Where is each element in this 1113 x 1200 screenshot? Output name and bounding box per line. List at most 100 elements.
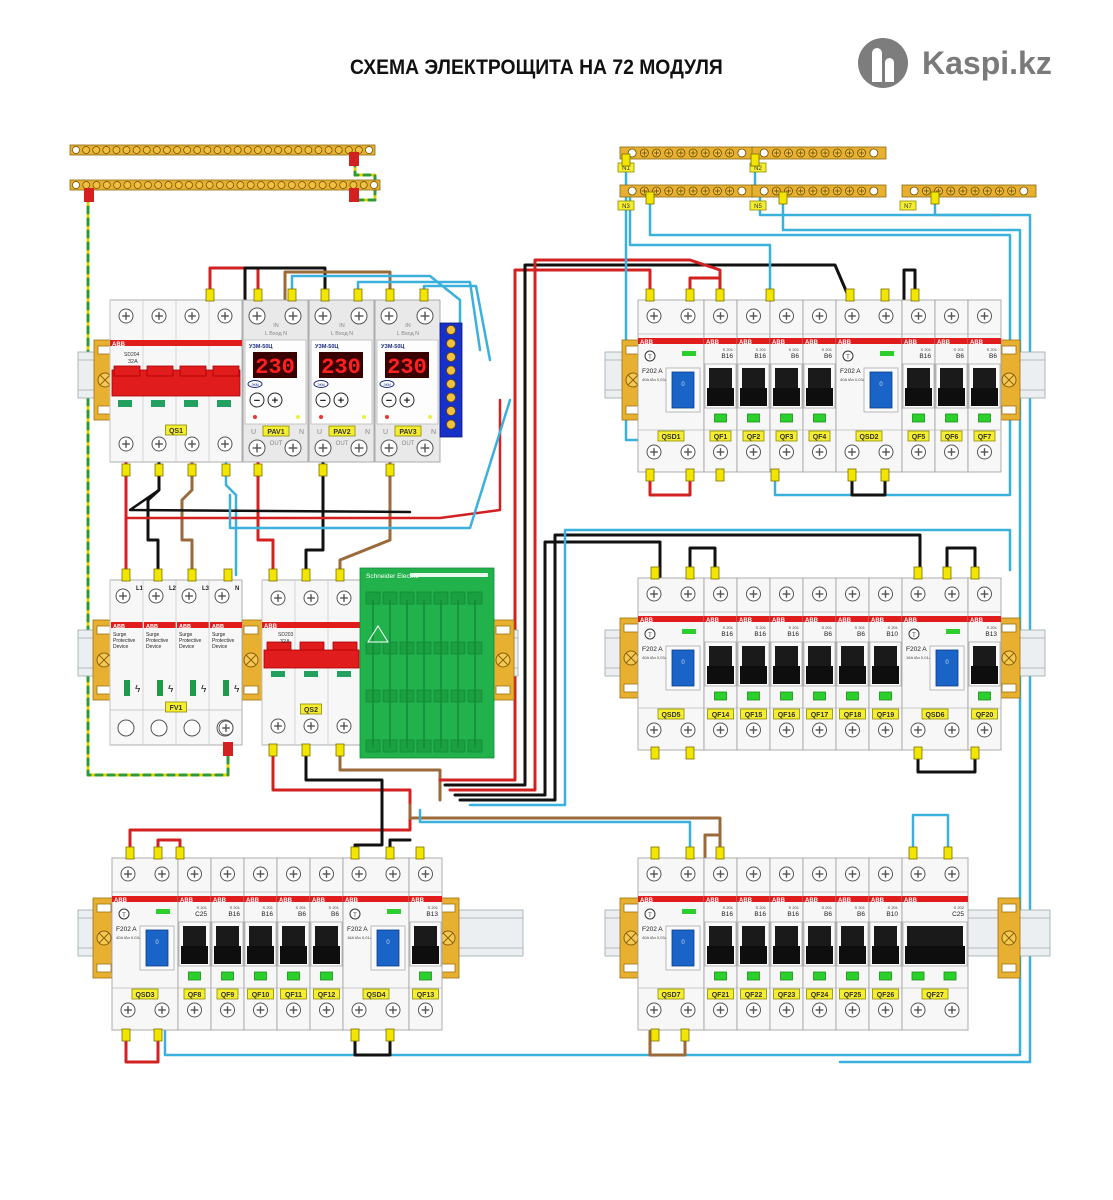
mcb-model: S 201 <box>756 905 767 910</box>
wire <box>146 460 161 582</box>
rcd-toggle <box>671 649 695 687</box>
test-button-icon <box>644 350 656 362</box>
status-indicator <box>912 413 925 423</box>
wire <box>408 803 722 860</box>
relay-in-label: IN <box>273 323 279 329</box>
device-label-tag <box>921 708 949 720</box>
relay-model: УЗМ-50Ц <box>381 344 404 350</box>
busbar-hole <box>909 186 919 196</box>
spd-bottom-terminal <box>183 719 201 737</box>
device-label: PAV3 <box>399 429 416 436</box>
status-indicator <box>271 671 285 677</box>
wire <box>353 158 377 202</box>
abb-logo-text: ABB <box>871 618 885 624</box>
test-button-glyph: T <box>648 633 652 639</box>
abb-logo-text: ABB <box>904 898 918 904</box>
abb-logo-text: ABB <box>113 624 125 630</box>
screw-icon <box>680 866 696 882</box>
device-label: QS2 <box>304 707 318 714</box>
status-indicator <box>813 971 826 981</box>
mcb-model: S 202 <box>954 905 965 910</box>
mcb-model: S 201 <box>756 347 767 352</box>
wire-ferrule <box>910 288 920 302</box>
rcd-model: F202 A <box>906 646 927 653</box>
mcb-rating: B10 <box>886 631 898 638</box>
earth-busbar-screw <box>173 146 181 154</box>
wire <box>124 398 502 520</box>
spd-terminal-label: L3 <box>202 586 210 592</box>
device-label: QF3 <box>780 434 794 441</box>
abb-logo-text: ABB <box>970 340 984 346</box>
device-label-tag <box>709 430 732 442</box>
plus-button <box>267 392 283 408</box>
earth-busbar-screw <box>102 146 111 154</box>
wire <box>448 258 722 792</box>
switch-model: SD204 <box>124 352 140 358</box>
status-indicator <box>946 629 960 634</box>
wire-ferrule <box>223 568 233 582</box>
wire-ferrule <box>908 846 918 860</box>
screw-icon <box>220 866 235 882</box>
screw-icon <box>746 722 761 738</box>
screw-icon <box>416 307 434 325</box>
device-label-tag <box>707 708 734 720</box>
wire-ferrule <box>154 463 164 477</box>
breaker-toggle-base <box>773 388 800 406</box>
earth-busbar-screw <box>349 181 358 189</box>
abb-logo-text: ABB <box>312 898 326 904</box>
status-indicator <box>747 971 760 981</box>
abb-strip <box>638 616 704 622</box>
wire-ferrule <box>778 191 788 205</box>
end-stop-screw-mark <box>1003 374 1015 386</box>
busbar-hole <box>737 148 747 158</box>
earth-busbar-screw <box>318 181 327 189</box>
switch-model: SD203 <box>278 632 294 638</box>
spd-terminal-label: L1 <box>136 586 144 592</box>
mcb-rating: B16 <box>721 631 733 638</box>
abb-logo-text: ABB <box>706 898 720 904</box>
mcb-rating: B6 <box>989 353 997 360</box>
mcb-rating: B6 <box>791 353 799 360</box>
abb-logo-text: ABB <box>146 624 158 630</box>
spd-text: Surge <box>146 632 160 638</box>
device-label: PAV1 <box>267 429 284 436</box>
earth-busbar-screw <box>257 181 265 189</box>
screw-icon <box>845 586 860 602</box>
spd-status-window <box>190 680 196 696</box>
wire-ferrule <box>121 568 131 582</box>
screw-icon <box>303 590 319 606</box>
ekm-badge-icon <box>379 380 395 388</box>
status-indicator <box>156 909 170 914</box>
abb-logo-text: ABB <box>772 898 786 904</box>
busbar-label: N1 <box>622 166 630 172</box>
abb-logo-text: ABB <box>114 898 128 904</box>
screw-icon <box>336 590 352 606</box>
screw-icon <box>154 866 170 882</box>
test-button-glyph: T <box>648 913 652 919</box>
device-label: QF1 <box>714 434 728 441</box>
abb-strip <box>803 338 836 344</box>
earth-busbar-screw <box>274 146 282 154</box>
abb-strip <box>836 896 869 902</box>
device-label-tag <box>773 708 800 720</box>
abb-logo-text: ABB <box>640 618 654 624</box>
earth-busbar-screw <box>123 181 132 189</box>
switch-rating: 32A <box>280 639 290 645</box>
relay-in-label: IN <box>405 323 411 329</box>
device-label-tag <box>839 988 866 1000</box>
breaker-toggle <box>282 926 305 948</box>
wire-ferrule <box>880 468 890 482</box>
relay-in-sub: L Вход N <box>397 331 419 337</box>
din-end-stop <box>239 619 263 701</box>
terminal-screw <box>446 338 456 349</box>
switch-handle <box>212 365 240 377</box>
status-indicator <box>714 413 727 423</box>
breaker-toggle <box>874 646 897 668</box>
test-button-glyph: T <box>122 913 126 919</box>
busbar-label: N2 <box>754 166 762 172</box>
screw-icon <box>148 588 164 604</box>
